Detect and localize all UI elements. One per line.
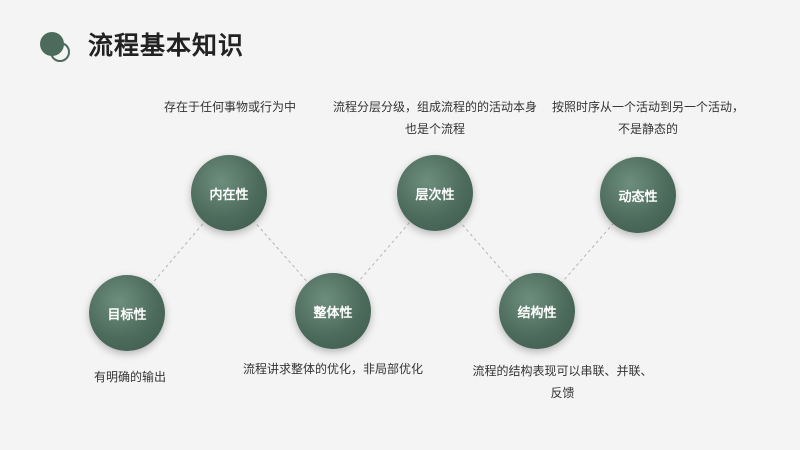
node-desc-dynamic: 按照时序从一个活动到另一个活动，不是静态的 — [551, 100, 744, 136]
node-dynamic: 动态性 — [600, 157, 676, 233]
node-desc-structural: 流程的结构表现可以串联、并联、反馈 — [472, 364, 653, 400]
node-label: 结构性 — [517, 305, 557, 321]
node-desc-inherent: 存在于任何事物或行为中 — [163, 100, 296, 114]
node-desc-target: 有明确的输出 — [93, 370, 166, 384]
node-label: 整体性 — [313, 305, 353, 321]
node-label: 内在性 — [209, 187, 249, 203]
node-desc-holistic: 流程讲求整体的优化，非局部优化 — [242, 362, 423, 376]
node-desc-hierarchical: 流程分层分级，组成流程的的活动本身也是个流程 — [332, 100, 537, 136]
node-label: 层次性 — [415, 187, 455, 203]
node-structural: 结构性 — [499, 273, 575, 349]
page-title: 流程基本知识 — [88, 31, 245, 60]
node-label: 动态性 — [618, 189, 658, 205]
node-inherent: 内在性 — [191, 155, 267, 231]
node-holistic: 整体性 — [295, 273, 371, 349]
node-label: 目标性 — [107, 307, 147, 323]
title-logo-icon — [40, 32, 70, 62]
node-target: 目标性 — [89, 275, 165, 351]
node-hierarchical: 层次性 — [397, 155, 473, 231]
